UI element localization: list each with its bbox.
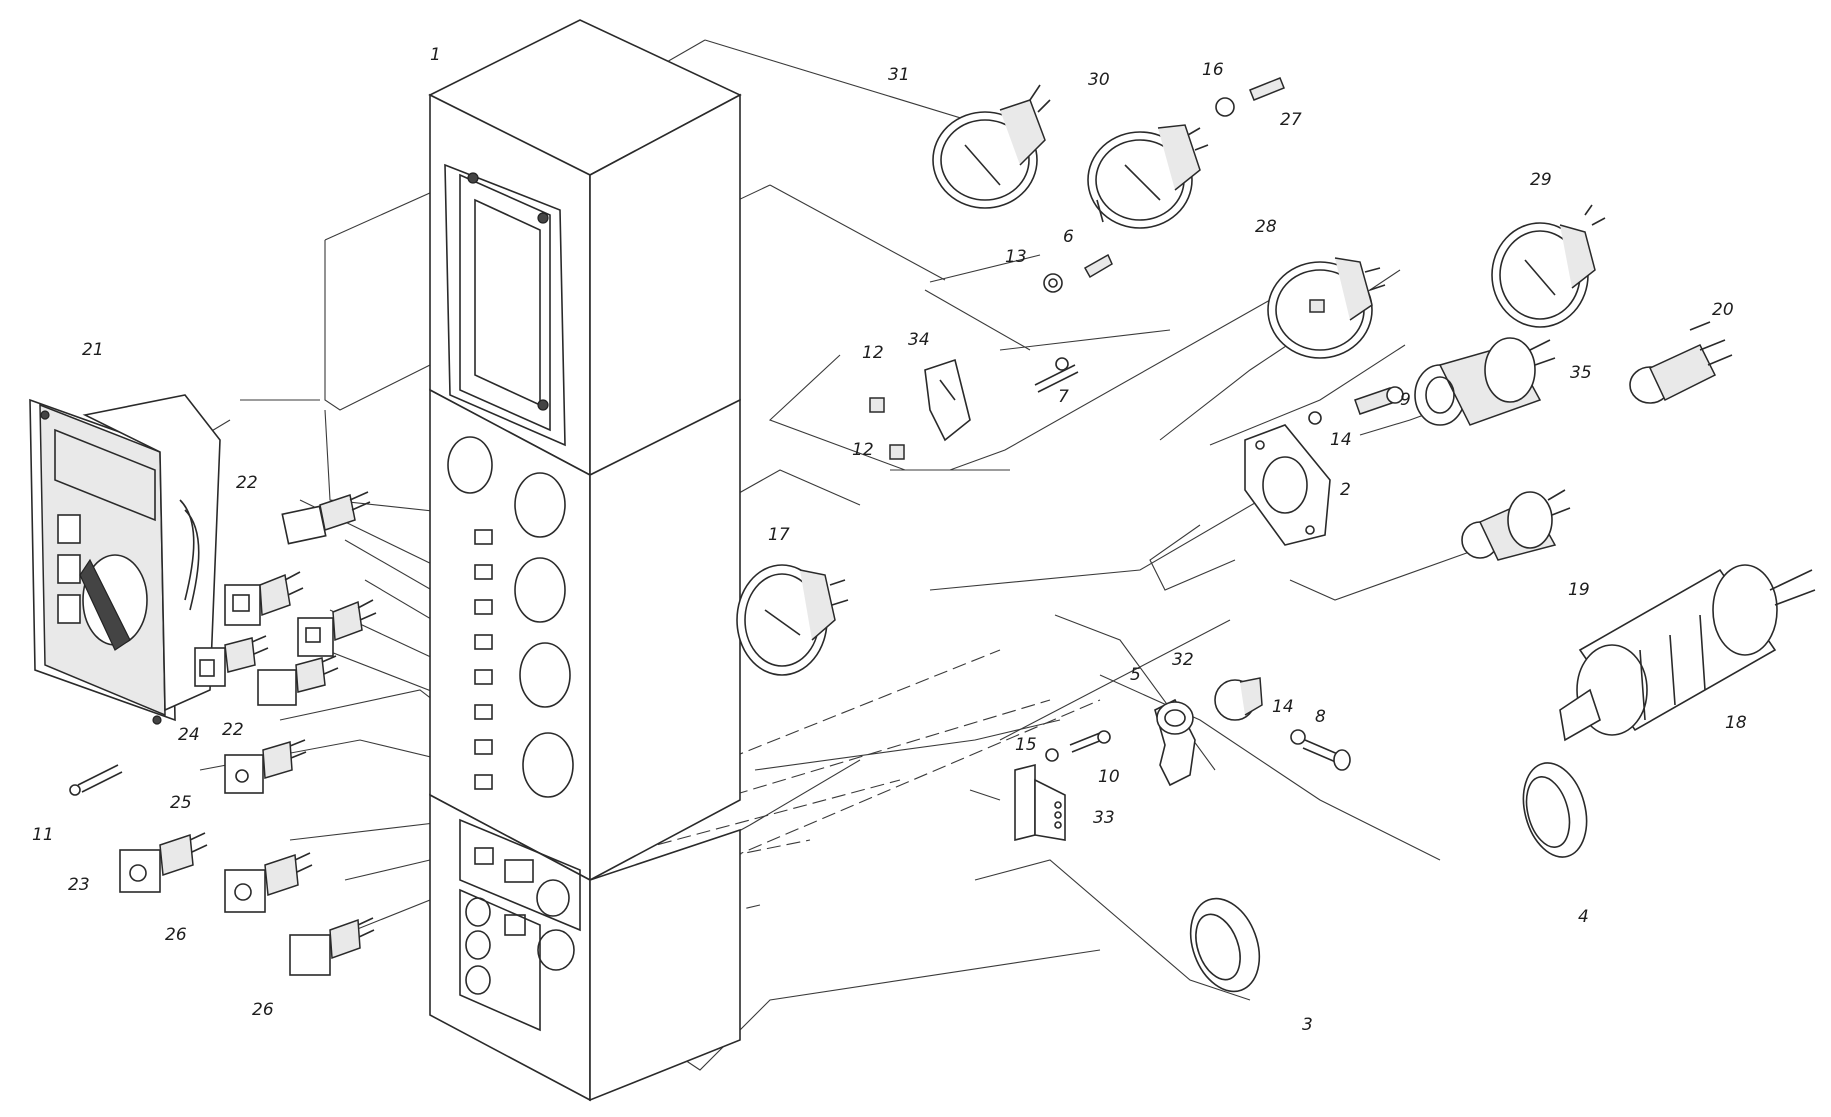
label-19: 19 [1568,580,1590,600]
label-24: 24 [178,725,200,745]
label-11: 11 [32,825,54,845]
label-27: 27 [1280,110,1302,130]
label-22b: 22 [222,720,244,740]
assembly-lines [139,39,1521,1071]
rocker-switches [119,491,377,976]
label-32: 32 [1172,650,1194,670]
label-14b: 14 [1272,697,1294,717]
label-12b: 12 [852,440,874,460]
label-20: 20 [1712,300,1734,320]
screw-8 [1290,729,1351,771]
small-parts-top [869,77,1285,460]
label-1: 1 [430,45,441,65]
label-33: 33 [1093,808,1115,828]
label-12a: 12 [862,343,884,363]
gauge-30 [1087,124,1209,229]
label-8: 8 [1315,707,1326,727]
label-6: 6 [1063,227,1074,247]
bracket-2 [1244,424,1331,546]
label-25: 25 [170,793,192,813]
screw-11 [69,764,123,796]
label-21: 21 [82,340,104,360]
gauge-17 [736,564,849,676]
switch-box-21 [29,394,221,725]
switch-20 [1629,321,1733,404]
label-5: 5 [1130,665,1141,685]
label-30: 30 [1088,70,1110,90]
label-10: 10 [1098,767,1120,787]
label-7: 7 [1058,387,1069,407]
ring-4 [1522,762,1588,858]
label-34: 34 [908,330,930,350]
label-31: 31 [888,65,910,85]
switch-35 [1414,337,1556,426]
screw-10 [1045,730,1111,762]
relay-33 [1014,763,1066,842]
screw-9 [1308,386,1404,425]
knob-32 [1214,677,1263,721]
label-22a: 22 [236,473,258,493]
label-4: 4 [1578,907,1589,927]
label-15: 15 [1015,735,1037,755]
label-26b: 26 [252,1000,274,1020]
ring-3 [1189,897,1261,993]
label-17: 17 [768,525,790,545]
label-2: 2 [1340,480,1351,500]
switch-19 [1461,489,1571,561]
label-26a: 26 [165,925,187,945]
label-35: 35 [1570,363,1592,383]
gauge-31 [932,84,1051,209]
gauge-29 [1491,204,1606,328]
label-3: 3 [1302,1015,1313,1035]
label-9: 9 [1400,390,1411,410]
label-29: 29 [1530,170,1552,190]
part-labels: 1 31 30 16 27 13 6 28 29 34 12 12 7 20 3… [32,45,1747,1035]
ignition-18 [1559,564,1816,742]
label-14a: 14 [1330,430,1352,450]
label-13: 13 [1005,247,1027,267]
label-28: 28 [1255,217,1277,237]
label-18: 18 [1725,713,1747,733]
console-housing [428,19,742,1102]
label-23: 23 [68,875,90,895]
gauge-28 [1267,257,1386,359]
label-16: 16 [1202,60,1224,80]
bracket-5 [1154,698,1196,787]
